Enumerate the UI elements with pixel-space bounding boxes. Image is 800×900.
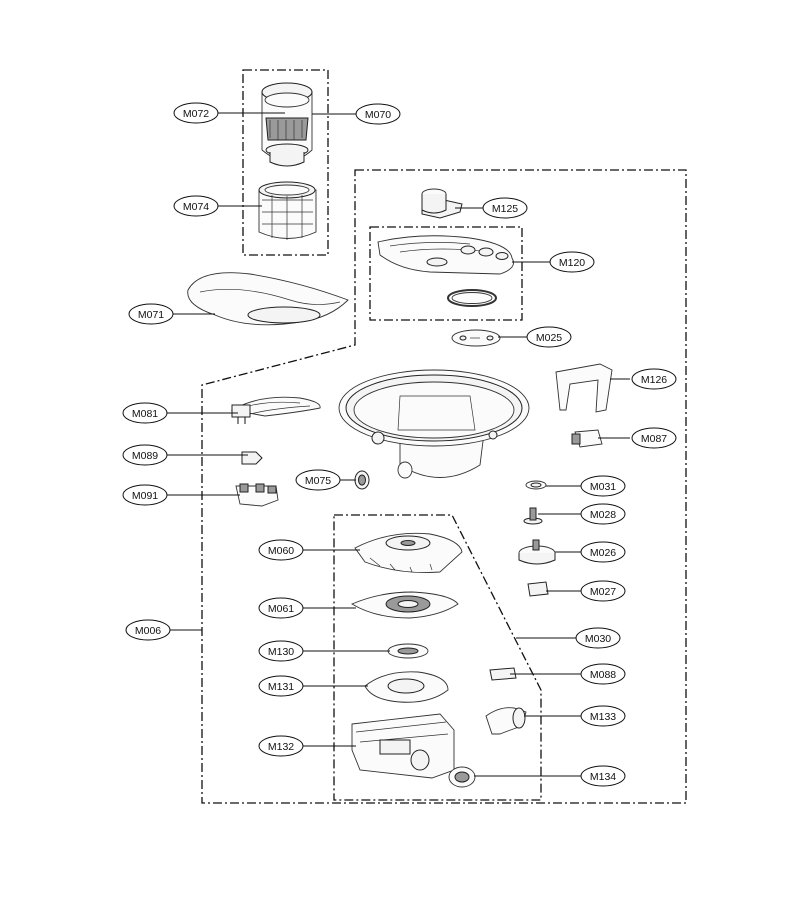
svg-text:M075: M075 (305, 475, 331, 487)
part-label-m074[interactable]: M074 (173, 195, 219, 217)
heater-part (230, 396, 321, 424)
svg-text:M132: M132 (268, 741, 294, 753)
filter-assembly-boundary (242, 69, 329, 256)
nozzle-part (421, 188, 463, 219)
part-label-m087[interactable]: M087 (631, 427, 677, 449)
part-label-m031[interactable]: M031 (580, 475, 626, 497)
part-label-m132[interactable]: M132 (258, 735, 304, 757)
svg-text:M134: M134 (590, 771, 616, 783)
knob-part (523, 507, 543, 525)
sensor-part (241, 451, 263, 465)
part-label-m026[interactable]: M026 (580, 541, 626, 563)
part-label-m089[interactable]: M089 (122, 444, 168, 466)
part-label-m028[interactable]: M028 (580, 503, 626, 525)
svg-text:M091: M091 (132, 490, 158, 502)
svg-text:M006: M006 (135, 625, 161, 637)
part-label-m027[interactable]: M027 (580, 580, 626, 602)
svg-text:M071: M071 (138, 309, 164, 321)
part-label-m006[interactable]: M006 (125, 619, 171, 641)
seal-ring-part (448, 766, 476, 788)
ring-part (525, 480, 547, 490)
part-label-m070[interactable]: M070 (355, 103, 401, 125)
svg-text:M031: M031 (590, 481, 616, 493)
bracket-part (235, 483, 279, 507)
leader-lines (166, 112, 630, 777)
part-label-m030[interactable]: M030 (575, 627, 621, 649)
part-label-m060[interactable]: M060 (258, 539, 304, 561)
motor-top-part (354, 532, 463, 573)
svg-text:M060: M060 (268, 545, 294, 557)
filter-cap-part (261, 82, 313, 167)
sump-assembly-boundary-m006 (201, 169, 687, 804)
svg-text:M087: M087 (641, 433, 667, 445)
part-label-m081[interactable]: M081 (122, 402, 168, 424)
svg-text:M074: M074 (183, 201, 209, 213)
actuator-part (518, 539, 556, 565)
svg-text:M070: M070 (365, 109, 391, 121)
part-label-m072[interactable]: M072 (173, 102, 219, 124)
motor-assembly-boundary-m030 (333, 514, 542, 801)
part-label-m120[interactable]: M120 (549, 251, 595, 273)
sump-cover-part (377, 235, 514, 307)
clip-part (555, 363, 613, 413)
svg-text:M120: M120 (559, 257, 585, 269)
small-clip-part (489, 667, 517, 681)
part-label-m091[interactable]: M091 (122, 484, 168, 506)
svg-text:M131: M131 (268, 681, 294, 693)
sump-basin-part (338, 369, 530, 479)
svg-text:M061: M061 (268, 603, 294, 615)
svg-text:M130: M130 (268, 646, 294, 658)
mesh-filter-part (258, 181, 317, 240)
grommet-part (354, 470, 370, 490)
svg-text:M027: M027 (590, 586, 616, 598)
part-label-m130[interactable]: M130 (258, 640, 304, 662)
part-label-m088[interactable]: M088 (580, 663, 626, 685)
svg-text:M025: M025 (536, 332, 562, 344)
part-label-m134[interactable]: M134 (580, 765, 626, 787)
impeller-part (387, 643, 429, 659)
svg-text:M026: M026 (590, 547, 616, 559)
cover-assembly-boundary-m120 (369, 226, 523, 321)
svg-text:M072: M072 (183, 108, 209, 120)
svg-text:M028: M028 (590, 509, 616, 521)
part-label-m075[interactable]: M075 (295, 469, 341, 491)
part-label-m125[interactable]: M125 (482, 197, 528, 219)
connector-part (527, 581, 549, 597)
elbow-hose-part (485, 707, 527, 735)
svg-text:M081: M081 (132, 408, 158, 420)
part-label-m071[interactable]: M071 (128, 303, 174, 325)
svg-text:M133: M133 (590, 711, 616, 723)
pump-housing-part (351, 713, 455, 779)
svg-text:M088: M088 (590, 669, 616, 681)
part-label-m061[interactable]: M061 (258, 597, 304, 619)
filter-plate-part (187, 272, 349, 326)
svg-text:M089: M089 (132, 450, 158, 462)
part-label-m133[interactable]: M133 (580, 705, 626, 727)
part-label-m126[interactable]: M126 (631, 368, 677, 390)
part-label-m131[interactable]: M131 (258, 675, 304, 697)
svg-text:M030: M030 (585, 633, 611, 645)
part-label-m025[interactable]: M025 (526, 326, 572, 348)
motor-stator-part (351, 591, 459, 619)
switch-part (571, 429, 603, 448)
svg-text:M125: M125 (492, 203, 518, 215)
gasket-part (451, 329, 501, 347)
housing-plate-part (364, 671, 449, 703)
svg-text:M126: M126 (641, 374, 667, 386)
